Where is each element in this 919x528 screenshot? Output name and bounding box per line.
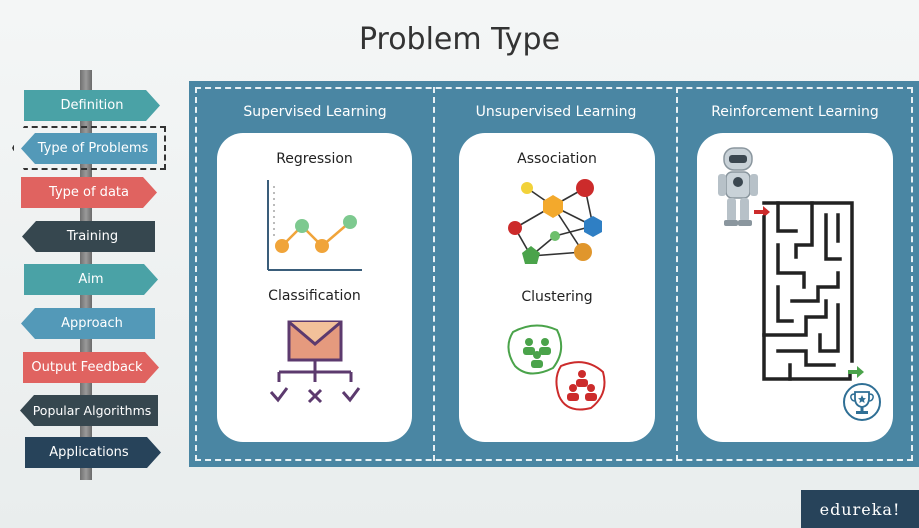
entry-arrow-icon	[754, 206, 770, 218]
nav-selection-outline	[12, 126, 166, 170]
page-title: Problem Type	[358, 22, 561, 57]
nav-type-of-data[interactable]: Type of data	[21, 177, 157, 208]
nav-label: Definition	[60, 98, 124, 113]
heading-reinforcement-learning: Reinforcement Learning	[711, 104, 879, 120]
nav-aim[interactable]: Aim	[24, 264, 158, 295]
heading-unsupervised-learning: Unsupervised Learning	[475, 104, 637, 120]
nav-output-feedback[interactable]: Output Feedback	[23, 352, 159, 383]
brand-logo: edureka!	[801, 490, 919, 528]
trophy-reward-icon	[843, 383, 881, 421]
classification-email-icon	[269, 320, 361, 404]
heading-supervised-learning: Supervised Learning	[243, 104, 387, 120]
nav-label: Output Feedback	[31, 360, 143, 375]
nav-popular-algorithms[interactable]: Popular Algorithms	[20, 395, 158, 426]
association-network-icon	[508, 179, 602, 264]
supervised-card	[217, 133, 412, 442]
nav-definition[interactable]: Definition	[24, 90, 160, 121]
nav-label: Applications	[49, 445, 129, 460]
regression-chart-icon	[267, 180, 362, 271]
exit-arrow-icon	[848, 366, 864, 378]
robot-agent-icon	[718, 147, 758, 226]
nav-label: Training	[66, 229, 119, 244]
nav-label: Type of data	[49, 185, 129, 200]
nav-type-of-problems[interactable]: Type of Problems	[21, 133, 157, 164]
nav-label: Aim	[78, 272, 104, 287]
nav-training[interactable]: Training	[22, 221, 155, 252]
label-classification: Classification	[268, 288, 361, 304]
label-association: Association	[517, 151, 597, 167]
label-regression: Regression	[276, 151, 353, 167]
nav-label: Popular Algorithms	[32, 403, 152, 418]
clustering-groups-icon	[507, 324, 606, 411]
maze-icon	[762, 201, 854, 381]
column-divider	[676, 87, 678, 461]
nav-approach[interactable]: Approach	[21, 308, 155, 339]
column-divider	[433, 87, 435, 461]
nav-label: Type of Problems	[37, 141, 149, 156]
nav-applications[interactable]: Applications	[25, 437, 161, 468]
panel-dashed-border	[195, 87, 913, 461]
nav-label: Approach	[61, 316, 123, 331]
label-clustering: Clustering	[521, 289, 593, 305]
